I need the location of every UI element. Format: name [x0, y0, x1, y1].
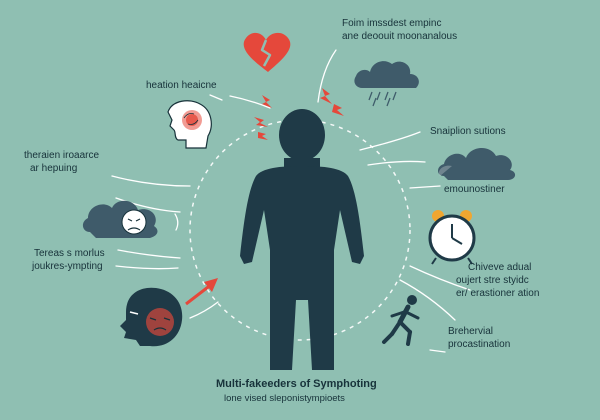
label-top-right-2: ane deoouit moonanalous: [342, 31, 458, 42]
label-heation: heation heaicne: [146, 80, 217, 91]
label-tereas-1: Tereas s morlus: [34, 248, 105, 259]
running-person-icon: [382, 295, 420, 346]
footer-title: Multi-fakeeders of Symphoting: [216, 378, 377, 390]
storm-cloud-icon: [438, 147, 516, 180]
label-chiveve-1: Chiveve adual: [468, 262, 532, 273]
label-emounos: emounostiner: [444, 184, 505, 195]
stress-bolt-icons: [254, 88, 344, 140]
human-silhouette: [240, 109, 364, 370]
label-brehervial-1: Brehervial: [448, 326, 494, 337]
label-chiveve-3: er/ erastioner ation: [456, 288, 540, 299]
head-brain-icon: [167, 100, 212, 149]
broken-heart-icon: [243, 32, 291, 72]
label-snapion: Snaiplion sutions: [430, 126, 506, 137]
connector-lines: [111, 49, 471, 353]
upward-arrow-icon: [185, 278, 218, 306]
alarm-clock-icon: [428, 210, 476, 265]
dashed-ring: [189, 119, 411, 341]
label-chiveve-2: oujert stre styidc: [456, 275, 529, 286]
footer-subtitle: lone vised sleponistympioets: [224, 393, 345, 404]
rain-cloud-icon: [354, 61, 419, 107]
label-therapen-2: ar hepuing: [30, 163, 78, 174]
distressed-face-icon: [120, 287, 183, 347]
sad-cloud-icon: [82, 200, 158, 238]
label-brehervial-2: procastination: [448, 339, 511, 350]
label-therapen-1: theraien iroaarce: [24, 150, 100, 161]
label-top-right-1: Foim imssdest empinc: [342, 18, 442, 29]
label-tereas-2: joukres-ympting: [32, 261, 103, 272]
